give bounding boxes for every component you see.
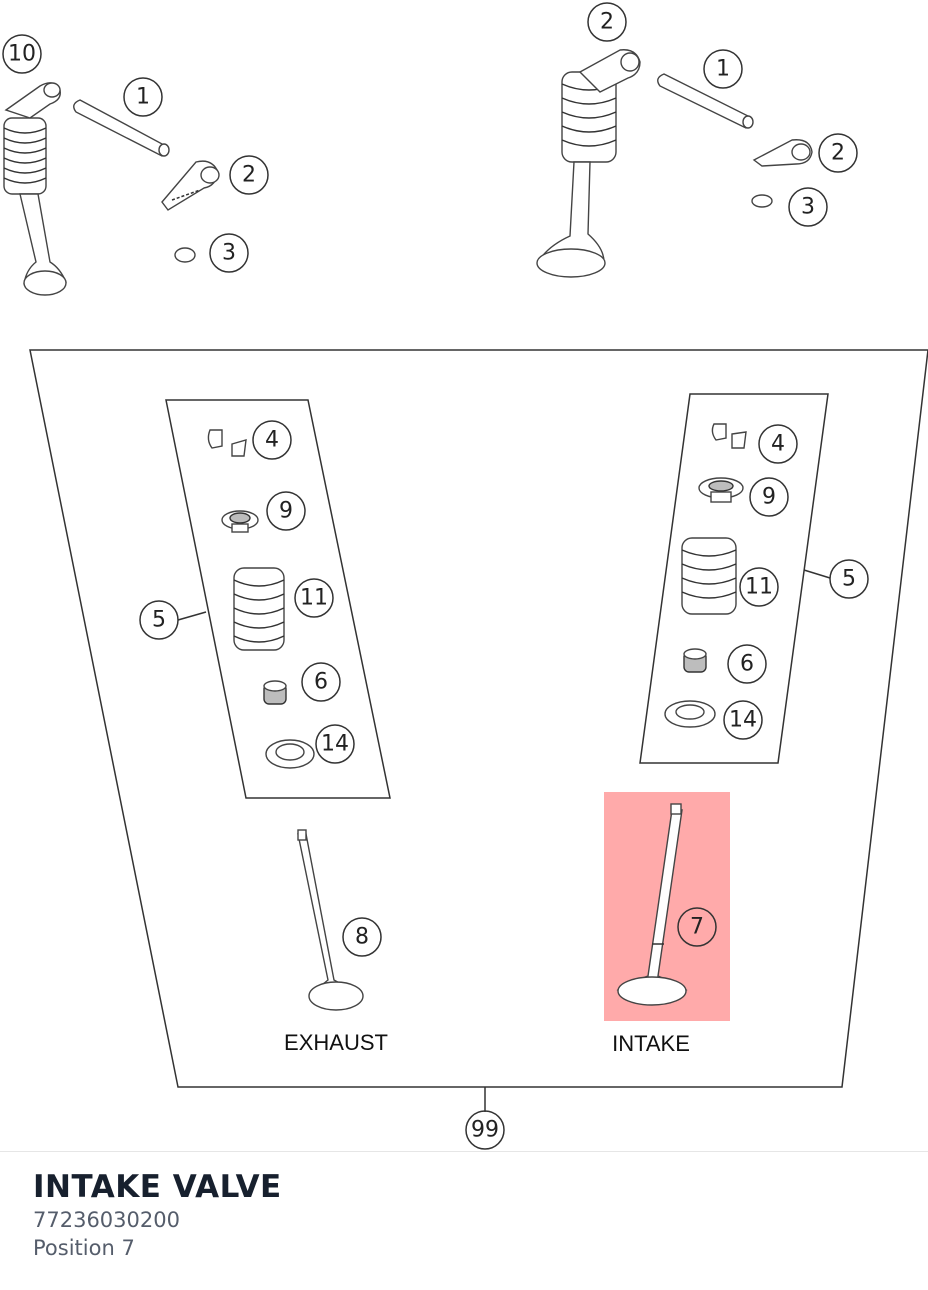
callout-99[interactable]: 99 bbox=[465, 1110, 505, 1150]
valve-spring-exhaust[interactable] bbox=[233, 567, 285, 651]
svg-text:6: 6 bbox=[314, 670, 328, 695]
valve-spring-intake[interactable] bbox=[681, 537, 737, 615]
svg-text:11: 11 bbox=[745, 575, 773, 600]
exhaust-label: EXHAUST bbox=[284, 1030, 388, 1055]
svg-text:14: 14 bbox=[321, 732, 349, 757]
rocker-arm-right bbox=[752, 139, 813, 167]
rocker-shaft-right bbox=[657, 73, 754, 129]
valve-spring-stack-left bbox=[3, 82, 61, 195]
callout-4-intake[interactable]: 4 bbox=[758, 424, 798, 464]
svg-text:3: 3 bbox=[222, 241, 236, 266]
callout-11-intake[interactable]: 11 bbox=[739, 567, 779, 607]
svg-text:99: 99 bbox=[471, 1118, 499, 1143]
valve-shim-left bbox=[174, 247, 196, 263]
callout-14-exhaust[interactable]: 14 bbox=[315, 724, 355, 764]
callout-5-exhaust[interactable]: 5 bbox=[139, 600, 179, 640]
callout-2-left[interactable]: 2 bbox=[229, 155, 269, 195]
callout-9-exhaust[interactable]: 9 bbox=[266, 491, 306, 531]
callout-14-intake[interactable]: 14 bbox=[723, 700, 763, 740]
svg-text:2: 2 bbox=[831, 141, 845, 166]
intake-valve[interactable] bbox=[616, 803, 688, 1006]
svg-text:2: 2 bbox=[242, 163, 256, 188]
svg-text:5: 5 bbox=[842, 567, 856, 592]
callout-6-intake[interactable]: 6 bbox=[727, 644, 767, 684]
svg-text:6: 6 bbox=[740, 652, 754, 677]
svg-text:10: 10 bbox=[8, 42, 36, 67]
callout-7[interactable]: 7 bbox=[677, 907, 717, 947]
valve-spring-kit-intake-outline bbox=[639, 393, 829, 764]
callout-1-left[interactable]: 1 bbox=[123, 77, 163, 117]
callout-1-right[interactable]: 1 bbox=[703, 49, 743, 89]
exploded-parts-diagram: 10 1 2 3 2 1 2 3 4 9 11 5 6 14 4 9 11 5 … bbox=[2, 2, 928, 1150]
callout-8[interactable]: 8 bbox=[342, 917, 382, 957]
rocker-arm-assembly-right[interactable] bbox=[536, 49, 813, 278]
callout-11-exhaust[interactable]: 11 bbox=[294, 578, 334, 618]
valve-stem-seal-intake[interactable] bbox=[683, 648, 707, 673]
svg-text:2: 2 bbox=[600, 10, 614, 35]
valve-stem-seal-exhaust[interactable] bbox=[263, 680, 287, 705]
callout-6-exhaust[interactable]: 6 bbox=[301, 662, 341, 702]
valve-right bbox=[536, 161, 606, 278]
callout-10[interactable]: 10 bbox=[2, 34, 42, 74]
valve-shim-right bbox=[751, 194, 773, 208]
rocker-arm-assembly-left[interactable] bbox=[3, 82, 220, 296]
svg-text:14: 14 bbox=[729, 708, 757, 733]
part-position: Position 7 bbox=[33, 1236, 135, 1260]
rocker-shaft-left bbox=[73, 99, 170, 157]
cylinder-head-kit-outline bbox=[29, 349, 928, 1088]
callout-2-top-right[interactable]: 2 bbox=[587, 2, 627, 42]
valve-left bbox=[19, 193, 67, 296]
callout-5-intake[interactable]: 5 bbox=[829, 559, 869, 599]
valve-spring-kit-exhaust-outline bbox=[165, 399, 391, 799]
valve-spring-stack-right bbox=[561, 49, 641, 163]
svg-text:8: 8 bbox=[355, 925, 369, 950]
spring-seat-exhaust[interactable] bbox=[265, 739, 315, 769]
spring-seat-intake[interactable] bbox=[664, 700, 716, 728]
spring-retainer-intake[interactable] bbox=[698, 477, 744, 503]
valve-cotters-exhaust[interactable] bbox=[207, 429, 247, 457]
svg-text:11: 11 bbox=[300, 586, 328, 611]
rocker-arm-left bbox=[161, 160, 220, 211]
part-info-panel: INTAKE VALVE 77236030200 Position 7 bbox=[33, 1168, 282, 1262]
valve-cotters-intake[interactable] bbox=[711, 423, 747, 449]
svg-text:7: 7 bbox=[690, 915, 704, 940]
svg-text:4: 4 bbox=[265, 428, 279, 453]
callout-9-intake[interactable]: 9 bbox=[749, 477, 789, 517]
intake-label: INTAKE bbox=[612, 1031, 690, 1056]
svg-text:5: 5 bbox=[152, 608, 166, 633]
svg-text:1: 1 bbox=[136, 85, 150, 110]
svg-text:1: 1 bbox=[716, 57, 730, 82]
svg-text:9: 9 bbox=[279, 499, 293, 524]
part-number: 77236030200 bbox=[33, 1208, 180, 1232]
spring-retainer-exhaust[interactable] bbox=[221, 510, 259, 533]
part-title: INTAKE VALVE bbox=[33, 1169, 282, 1205]
svg-text:3: 3 bbox=[801, 195, 815, 220]
callout-4-exhaust[interactable]: 4 bbox=[252, 420, 292, 460]
divider bbox=[0, 1151, 928, 1152]
callout-3-left[interactable]: 3 bbox=[209, 233, 249, 273]
svg-text:4: 4 bbox=[771, 432, 785, 457]
callout-3-right[interactable]: 3 bbox=[788, 187, 828, 227]
svg-text:9: 9 bbox=[762, 485, 776, 510]
callout-2-right[interactable]: 2 bbox=[818, 133, 858, 173]
exhaust-valve[interactable] bbox=[297, 829, 364, 1011]
